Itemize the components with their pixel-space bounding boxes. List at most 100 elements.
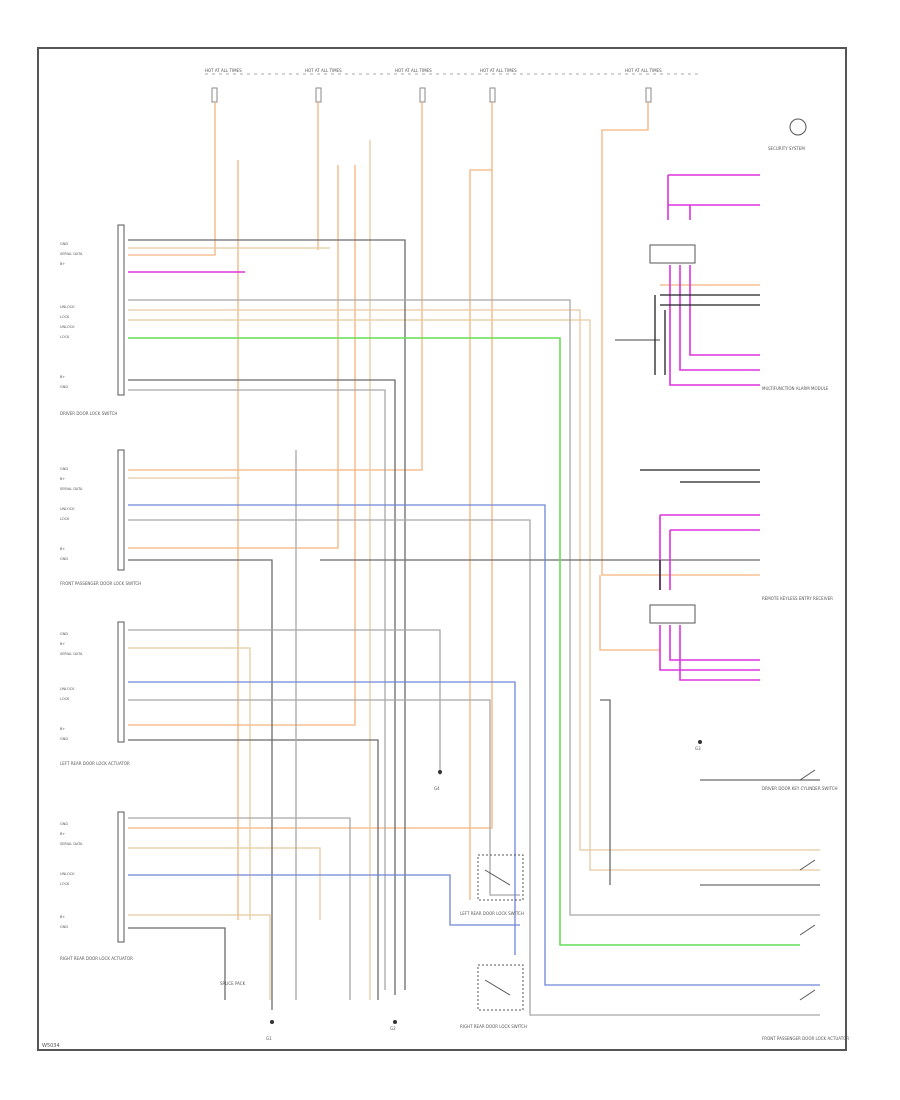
wire-dark-2 — [654, 295, 666, 375]
svg-text:LOCK: LOCK — [60, 315, 70, 319]
fuse-label-2: HOT AT ALL TIMES — [305, 68, 342, 73]
wire-gray-15 — [600, 699, 611, 885]
security-indicator — [789, 118, 807, 136]
diagram-border — [37, 47, 847, 1051]
wire-gray-2 — [128, 379, 396, 995]
svg-text:GND: GND — [60, 467, 68, 471]
fuse-label-3: HOT AT ALL TIMES — [395, 68, 432, 73]
wire-gray-7 — [128, 629, 441, 775]
label-left-rear-door-lock-switch: LEFT REAR DOOR LOCK SWITCH — [460, 911, 524, 916]
ground-label-4: G4 — [434, 786, 440, 791]
label-front-passenger-door-lock-actuator: FRONT PASSENGER DOOR LOCK ACTUATOR — [762, 1036, 849, 1041]
ground-label-2: G2 — [390, 1026, 396, 1031]
svg-text:UNLOCK: UNLOCK — [60, 507, 75, 511]
label-right-rear-door-lock-actuator: RIGHT REAR DOOR LOCK ACTUATOR — [60, 956, 133, 961]
ground-label-3: G3 — [695, 746, 701, 751]
wire-magenta-4 — [659, 514, 760, 590]
svg-text:GND: GND — [60, 925, 68, 929]
svg-text:B+: B+ — [60, 832, 65, 836]
svg-text:GND: GND — [60, 385, 68, 389]
wire-blue-2 — [128, 681, 516, 955]
ground-label-1: G1 — [266, 1036, 272, 1041]
svg-text:SERIAL DATA: SERIAL DATA — [60, 252, 83, 256]
splice-pack-2 — [649, 604, 696, 624]
left-rear-door-lock-switch-box — [477, 854, 524, 901]
wire-tan-5 — [128, 647, 251, 920]
wire-gray-6 — [128, 299, 820, 916]
switch-contact-2 — [799, 924, 816, 936]
svg-text:UNLOCK: UNLOCK — [60, 872, 75, 876]
wire-orange-11 — [599, 575, 660, 651]
label-driver-door-lock-switch: DRIVER DOOR LOCK SWITCH — [60, 411, 117, 416]
svg-text:LOCK: LOCK — [60, 335, 70, 339]
label-splice-pack: SPLICE PACK — [220, 981, 246, 986]
splice-pack-1 — [649, 244, 696, 264]
wire-orange-8 — [128, 170, 493, 829]
wire-gray-5 — [128, 927, 226, 1000]
wire-tan-7 — [128, 914, 271, 1000]
svg-text:UNLOCK: UNLOCK — [60, 325, 75, 329]
svg-text:GND: GND — [60, 822, 68, 826]
right-splice-packs — [649, 118, 807, 624]
label-remote-keyless-entry-receiver: REMOTE KEYLESS ENTRY RECEIVER — [762, 596, 833, 601]
connector-block-4 — [117, 811, 125, 943]
connector-block-2 — [117, 449, 125, 571]
pin-labels: GND SERIAL DATA B+ UNLOCK LOCK UNLOCK LOCK B+… — [60, 242, 83, 929]
svg-text:B+: B+ — [60, 915, 65, 919]
label-left-rear-door-lock-actuator: LEFT REAR DOOR LOCK ACTUATOR — [60, 761, 130, 766]
label-security-system: SECURITY SYSTEM — [768, 146, 805, 151]
svg-text:B+: B+ — [60, 547, 65, 551]
svg-text:GND: GND — [60, 632, 68, 636]
wire-magenta-5 — [659, 625, 760, 681]
switch-contact-3 — [799, 989, 816, 1001]
switch-boxes — [477, 769, 816, 1011]
fuse-label-5: HOT AT ALL TIMES — [625, 68, 662, 73]
connector-block-1 — [117, 224, 125, 396]
svg-text:SERIAL DATA: SERIAL DATA — [60, 652, 83, 656]
label-driver-door-key-cylinder-switch: DRIVER DOOR KEY CYLINDER SWITCH — [762, 786, 838, 791]
bottom-labels: SPLICE PACK LEFT REAR DOOR LOCK SWITCH R… — [220, 911, 527, 1029]
label-right-rear-door-lock-switch: RIGHT REAR DOOR LOCK SWITCH — [460, 1024, 527, 1029]
wire-orange-1 — [128, 102, 216, 256]
wire-gray-8 — [128, 519, 820, 1016]
wire-gray-1 — [128, 239, 406, 990]
wire-dark-3 — [640, 469, 760, 483]
wire-tan-6 — [128, 847, 321, 920]
wire-orange-5 — [601, 102, 760, 576]
switch-contact-1 — [799, 859, 816, 871]
svg-text:LOCK: LOCK — [60, 517, 70, 521]
fuse-label-4: HOT AT ALL TIMES — [480, 68, 517, 73]
svg-text:B+: B+ — [60, 642, 65, 646]
grounds: G1 G2 G3 G4 — [266, 740, 702, 1041]
fuse-label-1: HOT AT ALL TIMES — [205, 68, 242, 73]
svg-text:B+: B+ — [60, 375, 65, 379]
wire-gray-9 — [128, 699, 520, 896]
label-multifunction-alarm-module: MULTIFUNCTION ALARM MODULE — [762, 386, 829, 391]
left-connectors — [117, 224, 125, 943]
wires — [128, 102, 820, 1016]
right-labels: SECURITY SYSTEM MULTIFUNCTION ALARM MODU… — [762, 146, 849, 1041]
svg-text:SERIAL DATA: SERIAL DATA — [60, 842, 83, 846]
footer-code: W5034 — [42, 1043, 60, 1049]
svg-text:SERIAL DATA: SERIAL DATA — [60, 487, 83, 491]
wire-orange-7 — [128, 165, 339, 549]
wire-tan-3 — [128, 319, 820, 871]
wire-orange-4 — [469, 102, 493, 900]
wire-gray-3 — [128, 559, 273, 1010]
svg-text:B+: B+ — [60, 262, 65, 266]
svg-text:LOCK: LOCK — [60, 697, 70, 701]
right-rear-door-lock-switch-box — [477, 964, 524, 1011]
wire-dark-1 — [660, 294, 760, 306]
wire-blue-1 — [128, 504, 820, 986]
wire-orange-3 — [128, 102, 423, 471]
connector-block-3 — [117, 621, 125, 743]
wire-blue-3 — [128, 874, 520, 926]
svg-text:GND: GND — [60, 242, 68, 246]
wire-gray-10 — [128, 817, 351, 1000]
left-labels: DRIVER DOOR LOCK SWITCH FRONT PASSENGER … — [60, 411, 141, 961]
wire-gray-4 — [128, 739, 379, 1000]
svg-text:LOCK: LOCK — [60, 882, 70, 886]
svg-text:B+: B+ — [60, 477, 65, 481]
wire-tan-2 — [128, 309, 820, 851]
